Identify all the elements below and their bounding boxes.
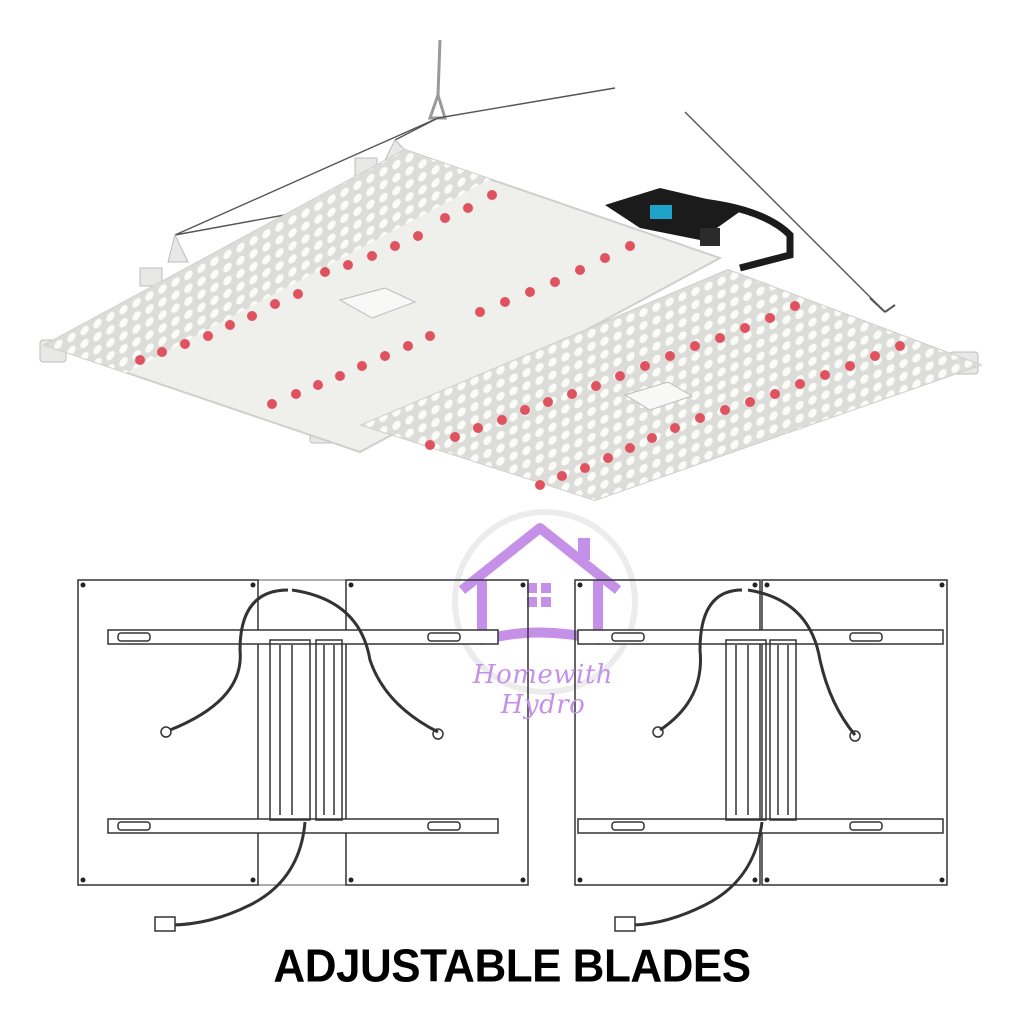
technical-drawing-right bbox=[574, 579, 948, 932]
technical-drawing-left bbox=[77, 579, 529, 932]
red-led-row bbox=[425, 301, 905, 490]
connector-accent bbox=[650, 205, 672, 219]
house-icon bbox=[458, 523, 622, 645]
red-led-row bbox=[135, 190, 635, 409]
grow-light-render bbox=[39, 39, 983, 502]
caption-heading: ADJUSTABLE BLADES bbox=[273, 940, 751, 993]
power-driver bbox=[605, 188, 794, 272]
watermark-text: Homewith Hydro bbox=[472, 660, 614, 720]
hanging-wires bbox=[174, 39, 896, 313]
